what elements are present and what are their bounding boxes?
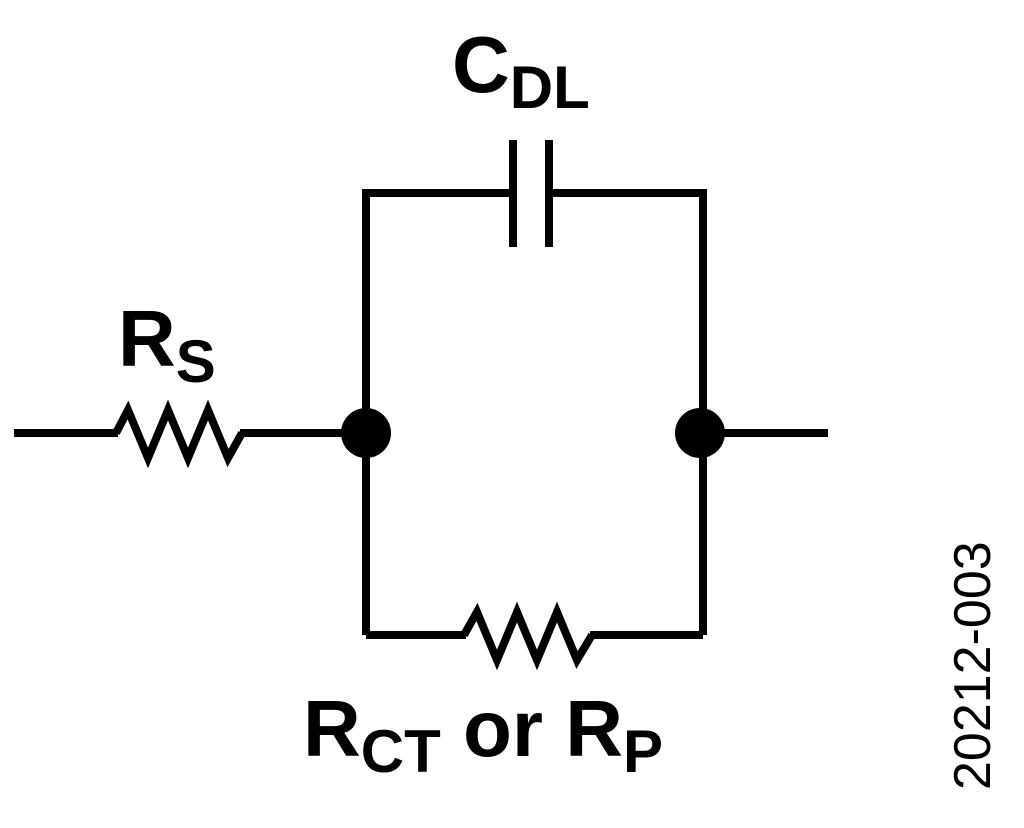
- right-branch-wire: [549, 189, 707, 635]
- cdl-label: CDL: [452, 20, 590, 121]
- left-branch-wire: [362, 189, 513, 635]
- figure-id: 20212-003: [944, 541, 1002, 790]
- left-node-dot: [341, 408, 391, 458]
- rs-label: RS: [118, 294, 216, 395]
- resistor-rct: [460, 601, 596, 671]
- resistor-rs: [112, 399, 246, 469]
- rct-rp-label: RCT or RP: [303, 684, 663, 785]
- right-node-dot: [675, 408, 725, 458]
